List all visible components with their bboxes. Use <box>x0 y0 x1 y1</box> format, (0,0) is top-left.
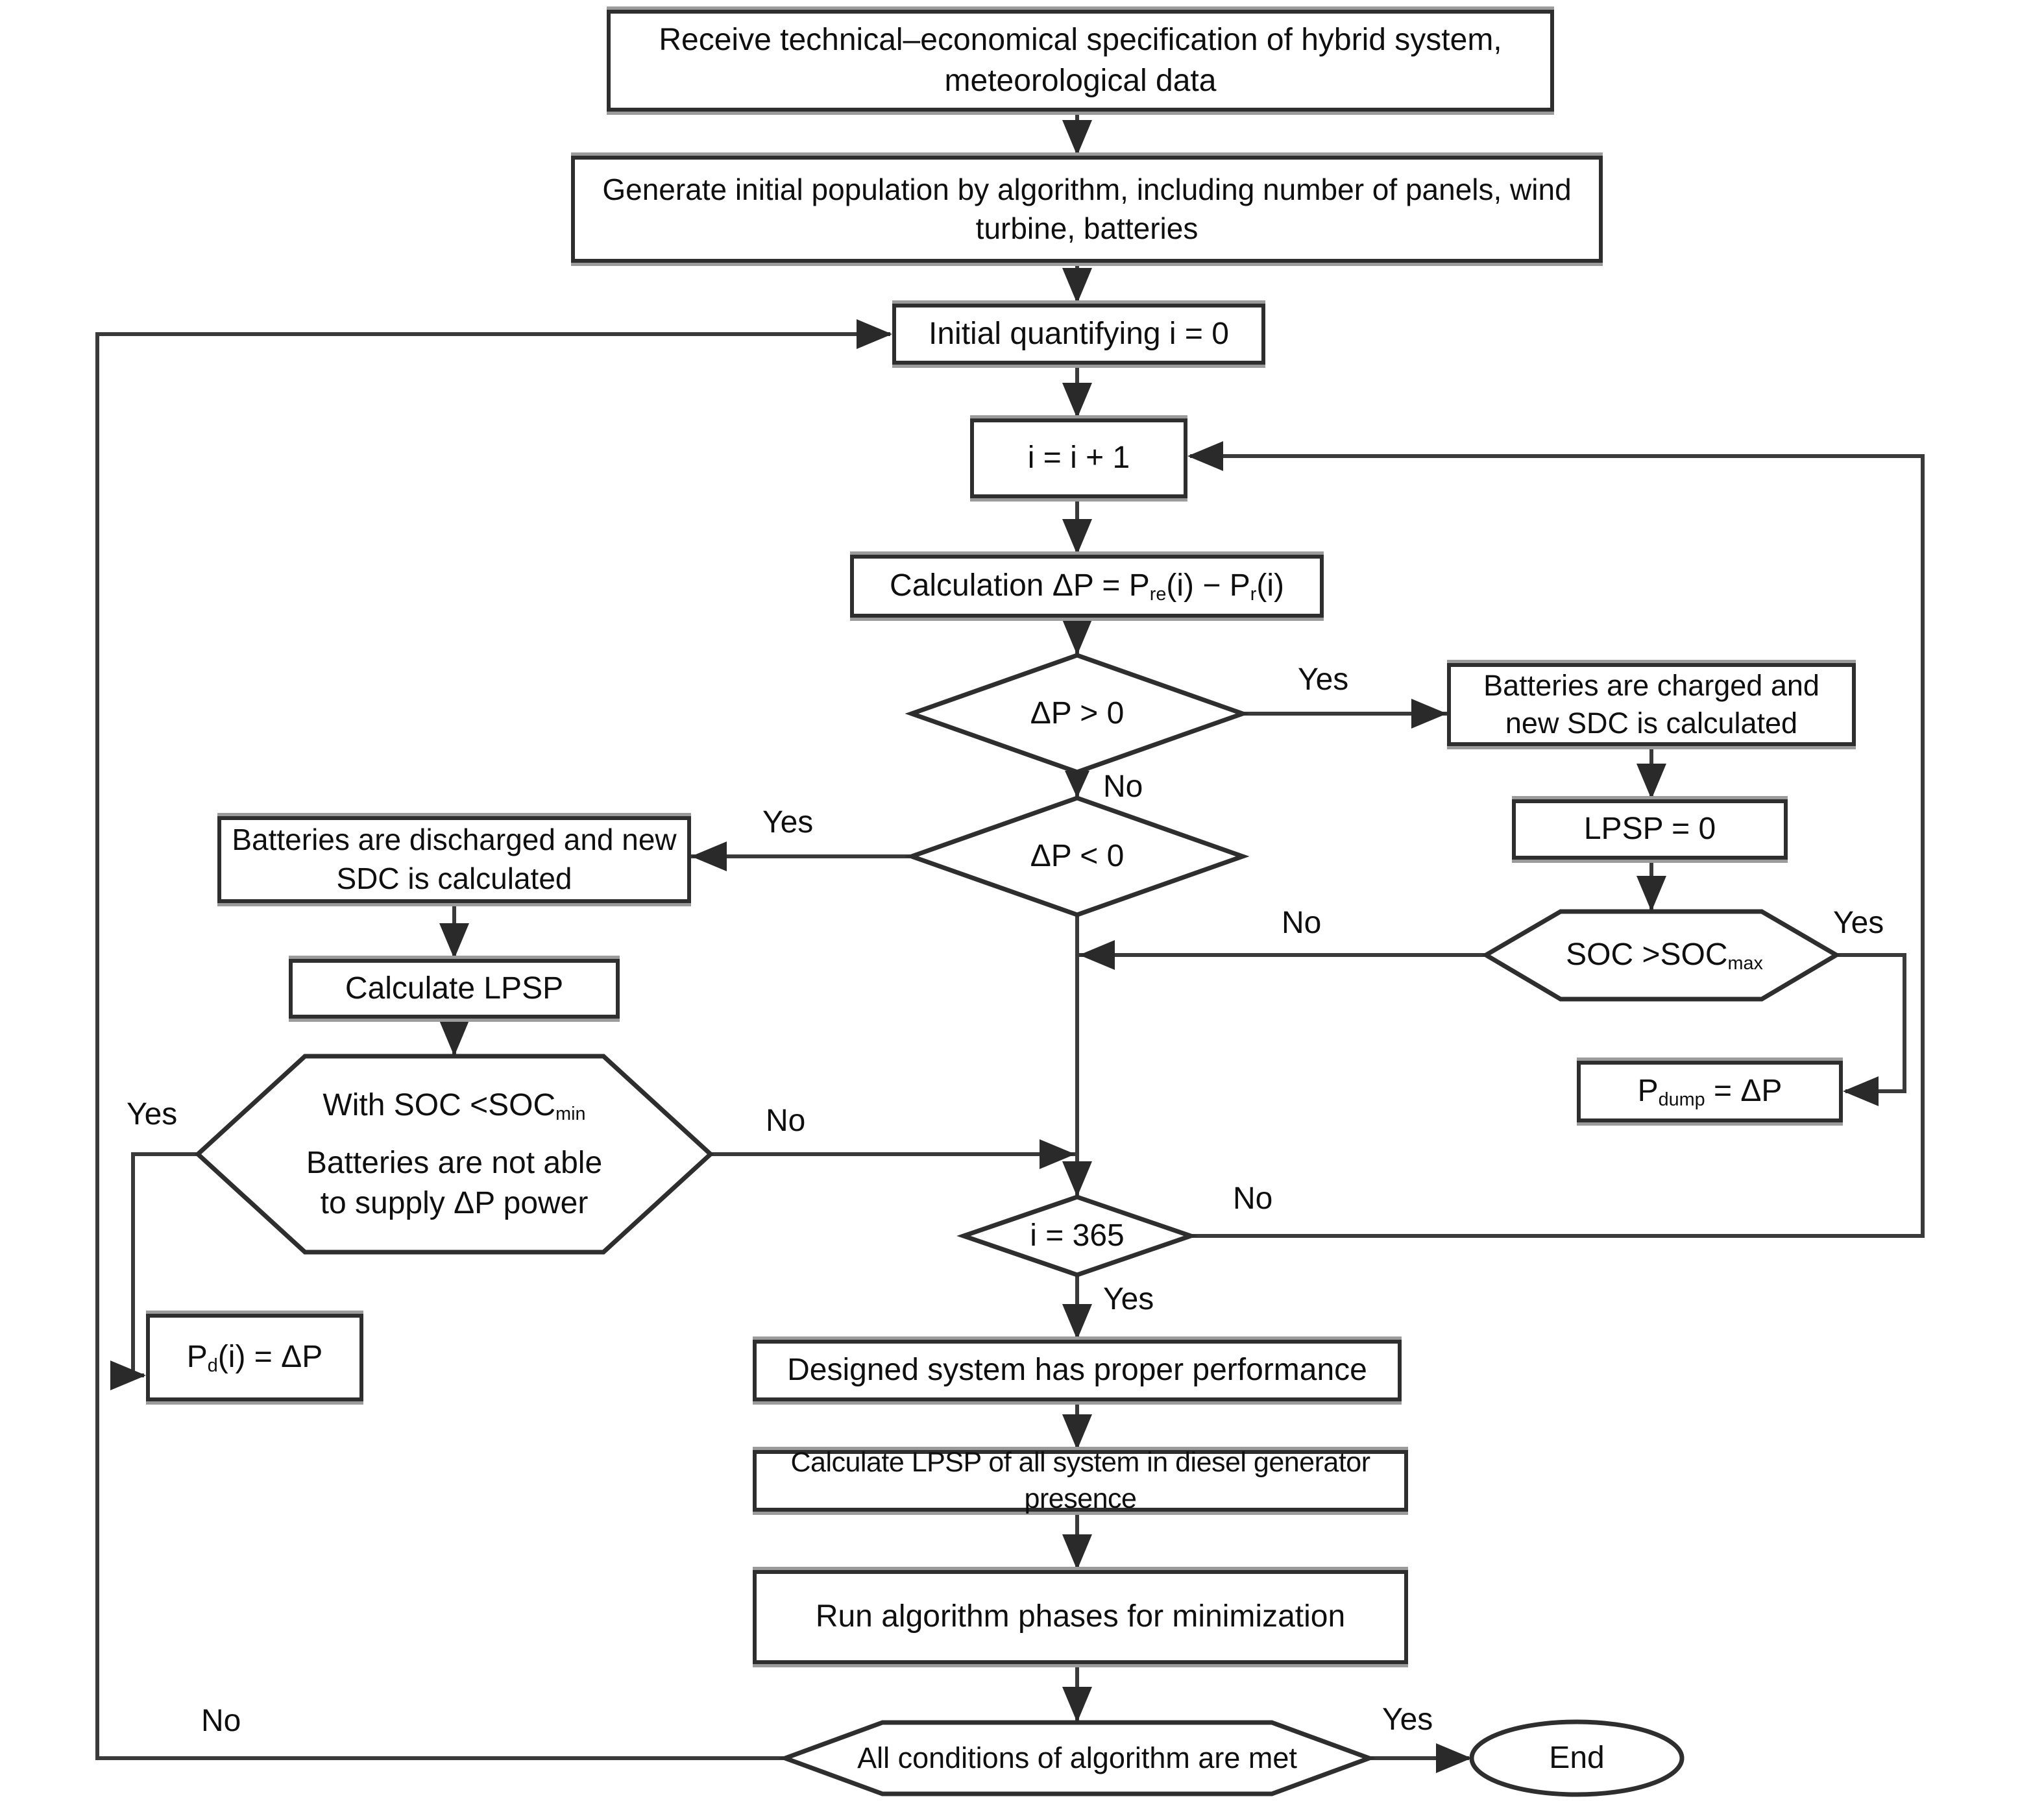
arrowhead <box>1187 441 1223 471</box>
arrowhead <box>1062 268 1092 304</box>
arrowhead <box>1062 120 1092 156</box>
label-all-conditions-yes: Yes <box>1382 1702 1433 1737</box>
label-day-check-yes: Yes <box>1103 1282 1154 1316</box>
node-dp-negative-label: ΔP < 0 <box>1030 838 1125 873</box>
node-calculate-lpsp: Calculate LPSP <box>289 959 620 1019</box>
arrowhead <box>1062 383 1092 418</box>
node-receive-specification: Receive technical–economical specificati… <box>607 10 1554 112</box>
node-end-terminator: End <box>1512 1737 1642 1779</box>
arrowhead <box>1062 1414 1092 1450</box>
arrowhead <box>1062 1687 1092 1722</box>
node-run-minimization: Run algorithm phases for minimization <box>753 1570 1408 1664</box>
dp-negative-diamond-shape <box>905 795 1250 917</box>
node-soc-below-min-line1: With SOC <SOCmin <box>322 1088 586 1125</box>
label-soc-below-min-yes: Yes <box>127 1097 178 1131</box>
label-dp-positive-no: No <box>1103 769 1143 804</box>
arrowhead <box>1843 1076 1879 1106</box>
node-end-label: End <box>1549 1740 1605 1775</box>
node-calculate-lpsp-diesel-label: Calculate LPSP of all system in diesel g… <box>790 1446 1370 1514</box>
node-p-dump-label: Pdump = ΔP <box>1637 1074 1782 1111</box>
arrowhead <box>1411 699 1447 729</box>
label-loop-no: No <box>201 1704 241 1738</box>
arrowhead <box>1062 1304 1092 1340</box>
node-initial-quantifying-label: Initial quantifying i = 0 <box>929 316 1229 351</box>
node-calculation-delta-p: Calculation ΔP = Pre(i) − Pr(i) <box>850 555 1324 618</box>
edge-loop-no-feedback <box>95 332 890 1760</box>
arrowhead <box>1062 620 1092 655</box>
arrowhead <box>1079 940 1115 970</box>
arrowhead <box>110 1360 146 1390</box>
label-soc-above-max-no: No <box>1282 906 1322 940</box>
arrowhead <box>1636 876 1666 912</box>
arrowhead <box>1062 1161 1092 1197</box>
day-check-diamond-shape <box>956 1194 1198 1277</box>
node-lpsp-zero-label: LPSP = 0 <box>1583 812 1716 847</box>
node-run-minimization-label: Run algorithm phases for minimization <box>815 1599 1346 1634</box>
node-batteries-charged: Batteries are charged and new SDC is cal… <box>1447 663 1856 746</box>
node-all-conditions-label: All conditions of algorithm are met <box>857 1741 1297 1774</box>
node-p-dump: Pdump = ΔP <box>1577 1061 1843 1122</box>
node-generate-population: Generate initial population by algorithm… <box>571 156 1603 263</box>
label-soc-above-max-yes: Yes <box>1833 906 1884 940</box>
node-all-conditions-hexagon: All conditions of algorithm are met <box>837 1737 1317 1779</box>
label-dp-negative-yes: Yes <box>762 805 814 840</box>
node-soc-above-max-label: SOC >SOCmax <box>1566 937 1763 974</box>
node-p-deficit: Pd(i) = ΔP <box>146 1314 363 1401</box>
edge-day-check-no-feedback <box>1190 454 1925 1238</box>
soc-above-max-hexagon-shape <box>1481 909 1841 1002</box>
node-batteries-discharged-label: Batteries are discharged and new SDC is … <box>232 823 677 895</box>
arrowhead <box>857 319 892 349</box>
node-generate-label: Generate initial population by algorithm… <box>602 172 1572 245</box>
node-receive-label: Receive technical–economical specificati… <box>659 23 1502 98</box>
arrowhead <box>439 1021 469 1056</box>
node-day-check-diamond: i = 365 <box>980 1211 1174 1261</box>
label-day-check-no: No <box>1233 1181 1273 1216</box>
arrowhead <box>1436 1743 1472 1773</box>
node-initial-quantifying: Initial quantifying i = 0 <box>892 304 1265 365</box>
node-calculation-label: Calculation ΔP = Pre(i) − Pr(i) <box>890 568 1284 605</box>
edge-soc-max-yes <box>1836 953 1906 1093</box>
arrowhead <box>1065 771 1089 798</box>
label-dp-positive-yes: Yes <box>1298 662 1349 697</box>
node-batteries-discharged: Batteries are discharged and new SDC is … <box>217 816 691 903</box>
arrowhead <box>1040 1139 1075 1169</box>
label-soc-below-min-no: No <box>766 1104 806 1138</box>
node-designed-system: Designed system has proper performance <box>753 1340 1402 1401</box>
all-conditions-hexagon-shape <box>778 1720 1376 1796</box>
arrowhead <box>1636 764 1666 799</box>
node-soc-above-max-hexagon: SOC >SOCmax <box>1505 926 1823 984</box>
node-calculate-lpsp-diesel: Calculate LPSP of all system in diesel g… <box>753 1447 1408 1514</box>
node-calculate-lpsp-label: Calculate LPSP <box>345 971 564 1006</box>
node-dp-positive-label: ΔP > 0 <box>1030 695 1125 731</box>
arrowhead <box>1062 519 1092 555</box>
node-batteries-charged-label: Batteries are charged and new SDC is cal… <box>1483 668 1819 740</box>
node-p-deficit-label: Pd(i) = ΔP <box>186 1340 323 1377</box>
node-designed-system-label: Designed system has proper performance <box>787 1353 1367 1388</box>
flow-shapes <box>194 653 1841 1797</box>
node-dp-positive-diamond: ΔP > 0 <box>947 689 1207 738</box>
node-increment: i = i + 1 <box>970 418 1187 498</box>
node-increment-label: i = i + 1 <box>1027 441 1130 476</box>
soc-below-min-hexagon-shape <box>194 1054 714 1255</box>
arrowheads <box>110 120 1879 1773</box>
node-day-check-label: i = 365 <box>1030 1218 1125 1253</box>
node-soc-below-min-line3: to supply ΔP power <box>320 1186 589 1221</box>
node-soc-below-min-hexagon: With SOC <SOCmin Batteries are not able … <box>260 1074 649 1236</box>
arrowhead <box>439 923 469 959</box>
node-lpsp-zero: LPSP = 0 <box>1512 799 1788 860</box>
node-dp-negative-diamond: ΔP < 0 <box>947 832 1207 881</box>
arrowhead <box>1062 1534 1092 1570</box>
node-soc-below-min-line2: Batteries are not able <box>306 1145 603 1180</box>
arrowhead <box>691 841 727 871</box>
